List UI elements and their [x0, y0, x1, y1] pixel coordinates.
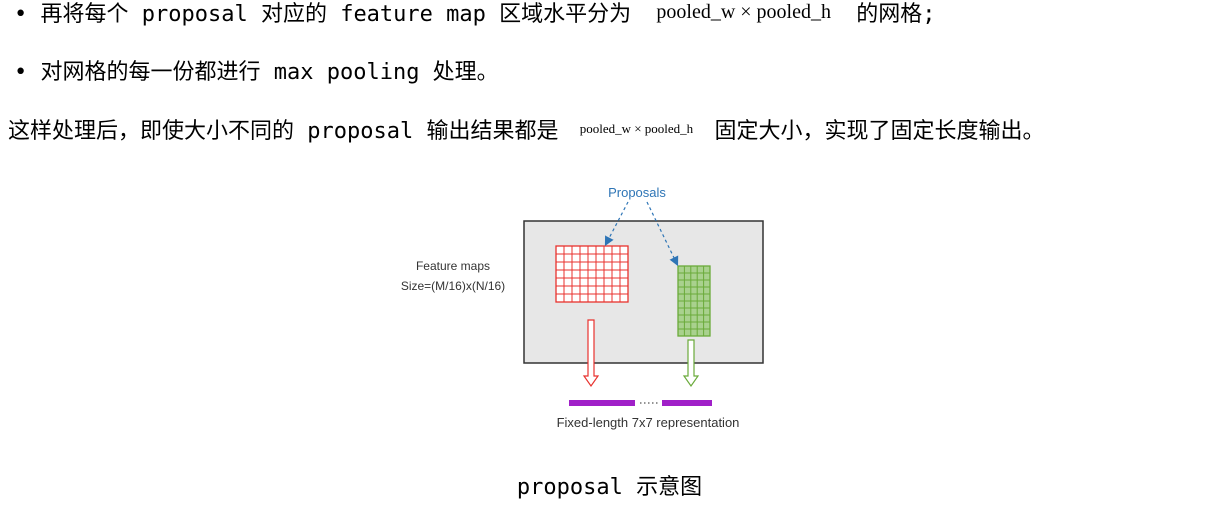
paragraph-text-after: 固定大小，实现了固定长度输出。	[714, 119, 1045, 144]
output-label: Fixed-length 7x7 representation	[557, 415, 740, 430]
proposals-label: Proposals	[608, 185, 666, 200]
red-proposal-grid	[555, 245, 629, 303]
proposal-diagram: Proposals Feature maps Size=(M/16)x(N/16…	[401, 185, 764, 430]
bullet-1-text-before: 再将每个 proposal 对应的 feature map 区域水平分为	[40, 2, 632, 27]
size-label: Size=(M/16)x(N/16)	[401, 279, 505, 293]
paragraph-text-before: 这样处理后，即使大小不同的 proposal 输出结果都是	[8, 119, 559, 144]
bullet-2-text: 对网格的每一份都进行 max pooling 处理。	[40, 60, 499, 85]
bullet-1-text-after: 的网格;	[856, 2, 936, 27]
proposal-figure: Proposals Feature maps Size=(M/16)x(N/16…	[380, 178, 800, 442]
bullet-marker: •	[14, 2, 28, 27]
feature-maps-label: Feature maps	[416, 259, 490, 273]
paragraph-math: pooled_w × pooled_h	[579, 121, 694, 136]
green-down-arrow	[682, 339, 700, 388]
red-down-arrow	[582, 319, 600, 388]
output-bar-2	[662, 400, 712, 406]
output-bar-1	[569, 400, 635, 406]
grid-frame	[555, 245, 629, 303]
bullet-1-math: pooled_w × pooled_h	[656, 1, 831, 23]
green-proposal-grid	[677, 265, 711, 337]
bullet-item-1: • 再将每个 proposal 对应的 feature map 区域水平分为 p…	[14, 0, 935, 30]
bullet-marker: •	[14, 60, 28, 85]
summary-paragraph: 这样处理后，即使大小不同的 proposal 输出结果都是 pooled_w ×…	[8, 117, 1044, 149]
proposal-arrow-1	[604, 201, 629, 247]
bullet-item-2: • 对网格的每一份都进行 max pooling 处理。	[14, 58, 499, 88]
figure-caption: proposal 示意图	[516, 475, 703, 500]
